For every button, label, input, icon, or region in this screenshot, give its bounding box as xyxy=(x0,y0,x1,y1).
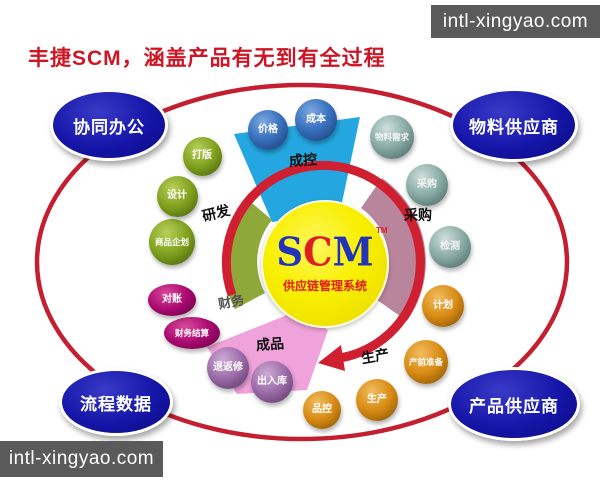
scm-logo-tm: TM xyxy=(376,225,388,236)
scm-logo-c: C xyxy=(303,228,333,276)
watermark-top-right: intl-xingyao.com xyxy=(431,5,600,38)
page-title: 丰捷SCM，涵盖产品有无到有全过程 xyxy=(28,47,386,70)
sphere-design: 设计 xyxy=(156,175,198,217)
scm-center-circle: SCM TM 供应链管理系统 xyxy=(261,200,389,328)
sphere-pre-production: 产前准备 xyxy=(404,340,448,384)
sphere-price: 价格 xyxy=(248,110,288,150)
scm-subtitle: 供应链管理系统 xyxy=(282,279,367,293)
sphere-quality-control: 品控 xyxy=(303,391,341,429)
sector-label-finished-goods: 成品 xyxy=(255,335,285,353)
corner-node-product-supplier: 产品供应商 xyxy=(448,367,580,441)
scm-logo-s: S xyxy=(276,228,304,276)
sphere-reconciliation: 对账 xyxy=(148,284,196,316)
sphere-plan: 计划 xyxy=(422,285,464,327)
outer-cycle-ellipse xyxy=(34,82,570,442)
sphere-return-repair: 退返修 xyxy=(207,347,249,389)
sphere-pattern-making: 打版 xyxy=(182,136,222,176)
scm-logo-m: M xyxy=(332,228,374,276)
watermark-bottom-left: intl-xingyao.com xyxy=(0,441,163,477)
cycle-arrow-ring xyxy=(221,160,425,363)
sphere-production: 生产 xyxy=(356,379,398,421)
cycle-arrow-head xyxy=(318,345,345,371)
sphere-purchase: 采购 xyxy=(406,164,448,206)
sphere-fin-settlement: 财务结算 xyxy=(164,317,220,349)
sphere-material-demand: 物料需求 xyxy=(370,115,414,159)
corner-node-process-data: 流程数据 xyxy=(59,368,173,436)
sphere-merch-planning: 商品企划 xyxy=(149,219,195,265)
sphere-cost: 成本 xyxy=(295,99,337,141)
sector-label-procurement: 采购 xyxy=(404,207,432,223)
scm-logo: SCM TM xyxy=(276,226,387,272)
corner-node-collab-office: 协同办公 xyxy=(50,89,168,161)
sphere-warehouse-in-out: 出入库 xyxy=(251,361,293,403)
sector-label-cost-control: 成控 xyxy=(288,151,318,169)
corner-node-material-supplier: 物料供应商 xyxy=(450,88,578,162)
sphere-inspection: 检测 xyxy=(429,226,471,268)
